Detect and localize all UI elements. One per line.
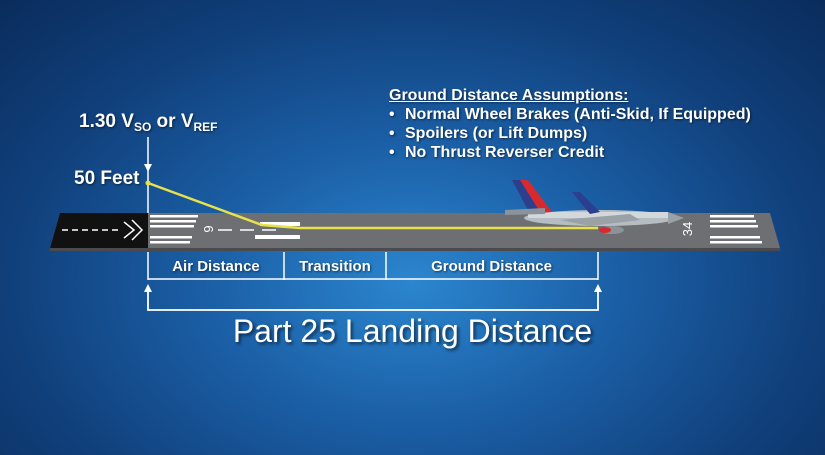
bracket-arrow-left (144, 284, 152, 292)
runway-number-left: 6 (201, 225, 216, 232)
overrun-arrows (62, 219, 144, 241)
runway-number-right: 34 (680, 222, 695, 236)
threshold-markings-right (710, 215, 762, 244)
bracket-arrow-right (594, 284, 602, 292)
slide-title: Part 25 Landing Distance (232, 313, 593, 349)
transition-label: Transition (299, 258, 371, 275)
runway-overrun (50, 213, 148, 248)
ground-distance-label: Ground Distance (431, 258, 552, 275)
aiming-mark (260, 222, 300, 226)
assumption-item: •Normal Wheel Brakes (Anti-Skid, If Equi… (389, 106, 751, 123)
assumptions-heading: Ground Distance Assumptions: (389, 87, 629, 104)
approach-speed-label: 1.30 VSO or VREF (79, 111, 218, 134)
air-distance-label: Air Distance (172, 258, 260, 275)
runway-edge (50, 248, 780, 251)
landing-distance-bracket (147, 290, 599, 311)
height-label: 50 Feet (74, 168, 140, 189)
ground-assumptions: Ground Distance Assumptions: •Normal Whe… (389, 86, 751, 162)
flight-path-start (145, 180, 151, 186)
height-marker-arrow (144, 164, 152, 172)
segment-dividers (147, 252, 599, 280)
aiming-mark (255, 235, 300, 239)
threshold-markings-left (150, 215, 198, 244)
airplane-icon (505, 180, 684, 234)
assumption-item: •No Thrust Reverser Credit (389, 144, 605, 161)
flight-path (147, 181, 598, 230)
assumption-item: •Spoilers (or Lift Dumps) (389, 125, 588, 142)
